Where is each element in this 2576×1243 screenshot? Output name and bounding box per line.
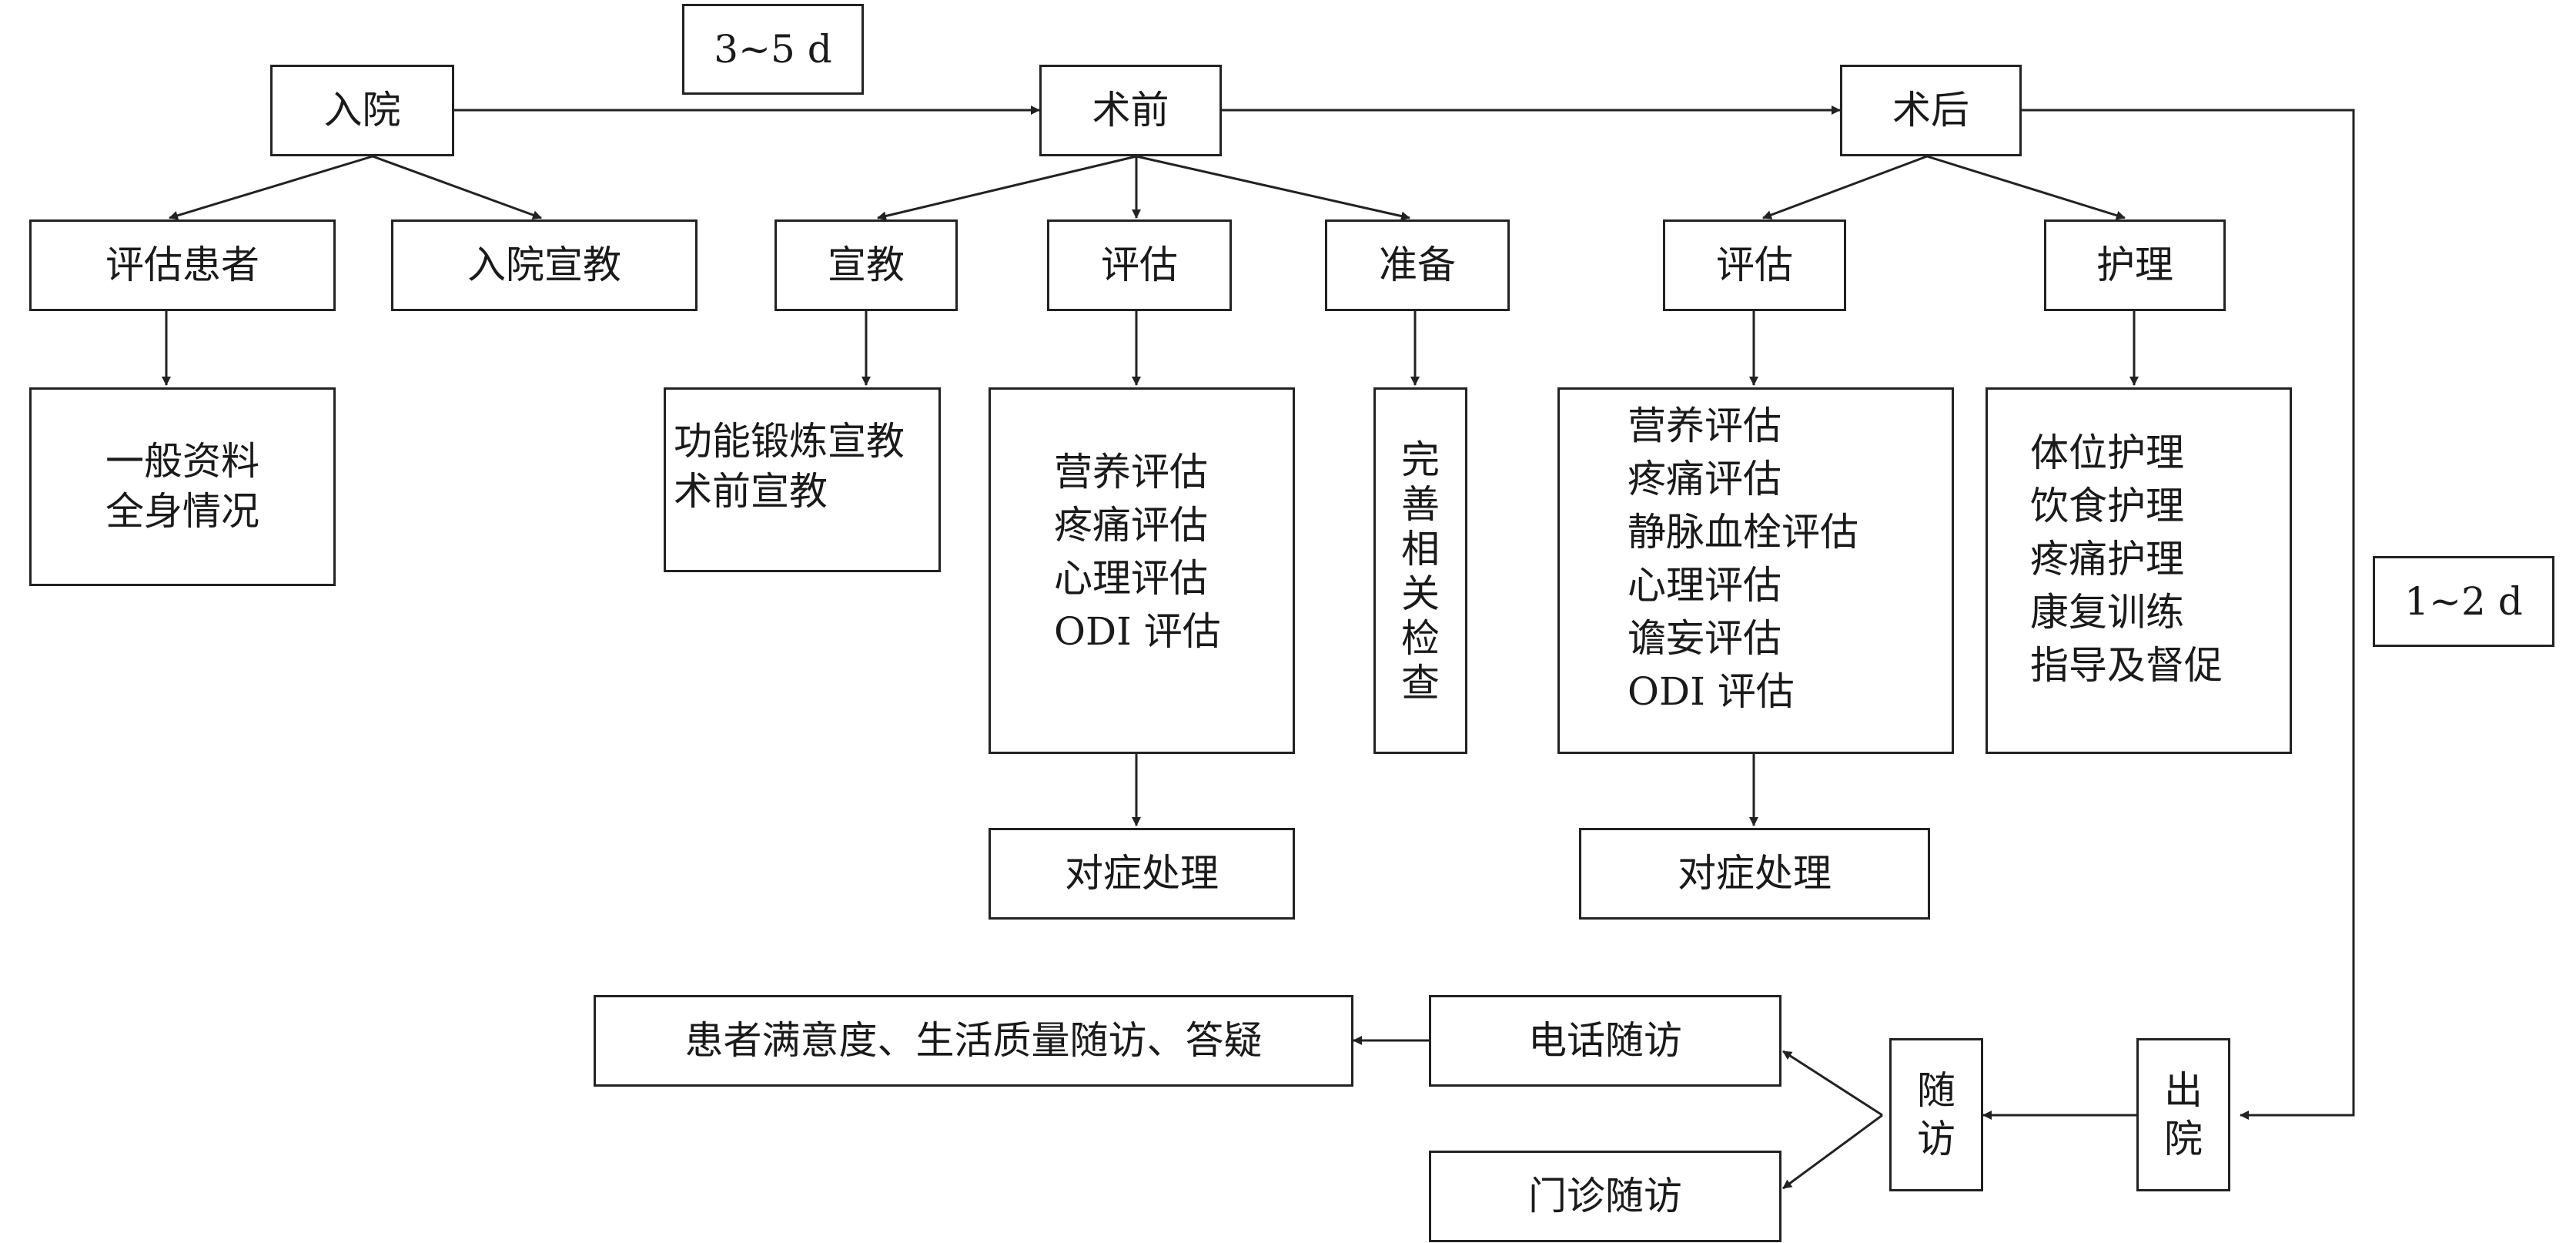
preop-education-node: 宣教 — [774, 219, 958, 311]
postop-nursing-item: 康复训练 — [2030, 589, 2184, 635]
prep-char: 查 — [1401, 661, 1440, 705]
arrow-followup-to-phone — [1782, 1050, 1883, 1117]
admission-education-node: 入院宣教 — [391, 219, 698, 311]
preop-education-item: 术前宣教 — [674, 469, 828, 514]
preop-assess-node: 评估 — [1047, 219, 1232, 311]
postop-nursing-item: 疼痛护理 — [2030, 536, 2184, 581]
followup-topics-node: 患者满意度、生活质量随访、答疑 — [594, 995, 1353, 1087]
preop-education-items-box: 功能锻炼宣教 术前宣教 — [664, 387, 941, 572]
arrow-postop-to-discharge — [2019, 109, 2355, 1120]
patient-info-box: 一般资料 全身情况 — [29, 387, 336, 586]
postop-assess-items-box: 营养评估 疼痛评估 静脉血栓评估 心理评估 谵妄评估 ODI 评估 — [1557, 387, 1954, 754]
assess-patient-node: 评估患者 — [29, 219, 336, 311]
preop-assess-items-box: 营养评估 疼痛评估 心理评估 ODI 评估 — [989, 387, 1295, 754]
postop-nursing-item: 指导及督促 — [2030, 642, 2223, 688]
postop-assess-item: ODI 评估 — [1628, 669, 1795, 714]
arrow-postop-to-nursing — [1926, 155, 2126, 220]
postop-nursing-items-box: 体位护理 饮食护理 疼痛护理 康复训练 指导及督促 — [1986, 387, 2292, 754]
patient-info-line: 全身情况 — [105, 489, 259, 534]
preop-education-item: 功能锻炼宣教 — [674, 419, 905, 464]
postop-nursing-item: 饮食护理 — [2030, 483, 2184, 528]
preop-treatment-node: 对症处理 — [989, 828, 1295, 920]
preop-duration-label: 3~5 d — [682, 4, 864, 95]
prep-char: 善 — [1401, 482, 1440, 527]
prep-char: 相 — [1401, 527, 1440, 571]
preop-assess-item: 疼痛评估 — [1054, 503, 1208, 548]
arrow-preop-to-prep — [1136, 155, 1410, 221]
postop-assess-item: 静脉血栓评估 — [1628, 510, 1858, 554]
preop-assess-item: 营养评估 — [1054, 450, 1208, 494]
preop-prep-node: 准备 — [1325, 219, 1510, 311]
preop-prep-items-box: 完 善 相 关 检 查 — [1373, 387, 1467, 754]
postop-treatment-node: 对症处理 — [1579, 828, 1930, 920]
phone-followup-node: 电话随访 — [1429, 995, 1781, 1087]
preop-assess-item: 心理评估 — [1054, 556, 1208, 601]
discharge-char: 院 — [2164, 1116, 2203, 1161]
discharge-node: 出 院 — [2136, 1038, 2230, 1191]
arrow-followup-to-clinic — [1782, 1114, 1883, 1190]
clinic-followup-node: 门诊随访 — [1429, 1151, 1781, 1242]
followup-node: 随 访 — [1889, 1038, 1983, 1191]
postop-assess-item: 心理评估 — [1628, 563, 1781, 608]
preop-assess-item: ODI 评估 — [1054, 609, 1221, 654]
postop-assess-item: 疼痛评估 — [1628, 457, 1781, 501]
prep-char: 检 — [1401, 616, 1440, 661]
postop-node: 术后 — [1840, 65, 2022, 156]
postop-assess-item: 谵妄评估 — [1628, 616, 1781, 661]
preop-node: 术前 — [1039, 65, 1222, 156]
patient-info-line: 一般资料 — [105, 439, 259, 484]
postop-assess-item: 营养评估 — [1628, 404, 1781, 448]
arrow-postop-to-assess — [1762, 155, 1928, 219]
followup-char: 访 — [1917, 1116, 1955, 1161]
prep-char: 完 — [1401, 437, 1440, 482]
arrow-preop-to-education — [877, 155, 1137, 221]
postop-assess-node: 评估 — [1663, 219, 1846, 311]
discharge-char: 出 — [2164, 1068, 2203, 1113]
arrow-admission-to-education — [372, 155, 542, 219]
admission-node: 入院 — [270, 65, 454, 156]
postop-nursing-node: 护理 — [2044, 219, 2226, 311]
postop-duration-label: 1~2 d — [2373, 556, 2554, 647]
arrow-admission-to-assess — [169, 155, 373, 220]
postop-nursing-item: 体位护理 — [2030, 430, 2184, 475]
prep-char: 关 — [1401, 571, 1440, 616]
followup-char: 随 — [1917, 1068, 1955, 1113]
